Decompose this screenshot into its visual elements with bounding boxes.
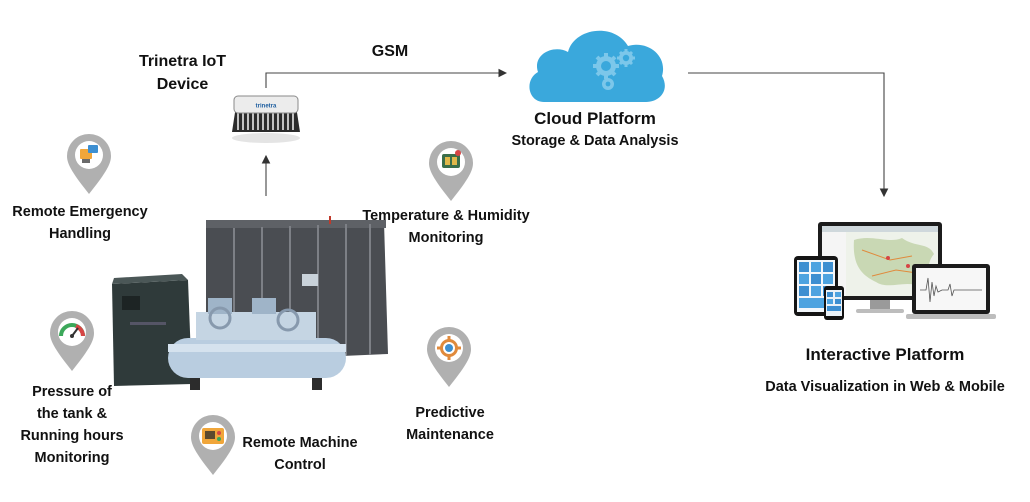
pressure-gauge-icon — [59, 323, 85, 338]
emergency-handling-label: Remote Emergency Handling — [12, 204, 148, 242]
predictive-pin — [426, 326, 472, 388]
cloud-icon — [522, 20, 670, 106]
device-to-cloud-arrow — [265, 68, 508, 88]
predictive-label: Predictive Maintenance — [406, 405, 494, 443]
remote-control-label: Remote Machine Control — [242, 435, 358, 473]
emergency-handling-icon — [80, 145, 98, 163]
maintenance-gear-icon — [437, 336, 461, 360]
control-panel-icon — [202, 428, 224, 444]
pressure-label: Pressure of the tank & Running hours Mon… — [20, 384, 124, 466]
cloud-platform-title: Cloud Platform — [534, 109, 656, 128]
cloud-platform-subtitle: Storage & Data Analysis — [511, 133, 679, 149]
interactive-platform-title: Interactive Platform — [805, 345, 965, 364]
pressure-pin — [49, 310, 95, 372]
iot-device-label: Trinetra IoT Device — [138, 53, 227, 93]
thermometer-icon — [442, 150, 461, 168]
compressor-machinery-image — [112, 214, 398, 394]
temperature-pin — [428, 140, 474, 202]
interactive-platform-subtitle: Data Visualization in Web & Mobile — [765, 379, 1005, 395]
multi-device-mockup — [792, 220, 998, 322]
iot-device-chip: trinetra — [228, 92, 304, 144]
remote-control-pin — [190, 414, 236, 476]
temperature-label: Temperature & Humidity Monitoring — [362, 208, 530, 246]
cloud-to-platform-arrow — [688, 72, 889, 198]
chip-brand-logo: trinetra — [256, 104, 277, 110]
gsm-label: GSM — [371, 43, 409, 60]
emergency-handling-pin — [66, 133, 112, 195]
